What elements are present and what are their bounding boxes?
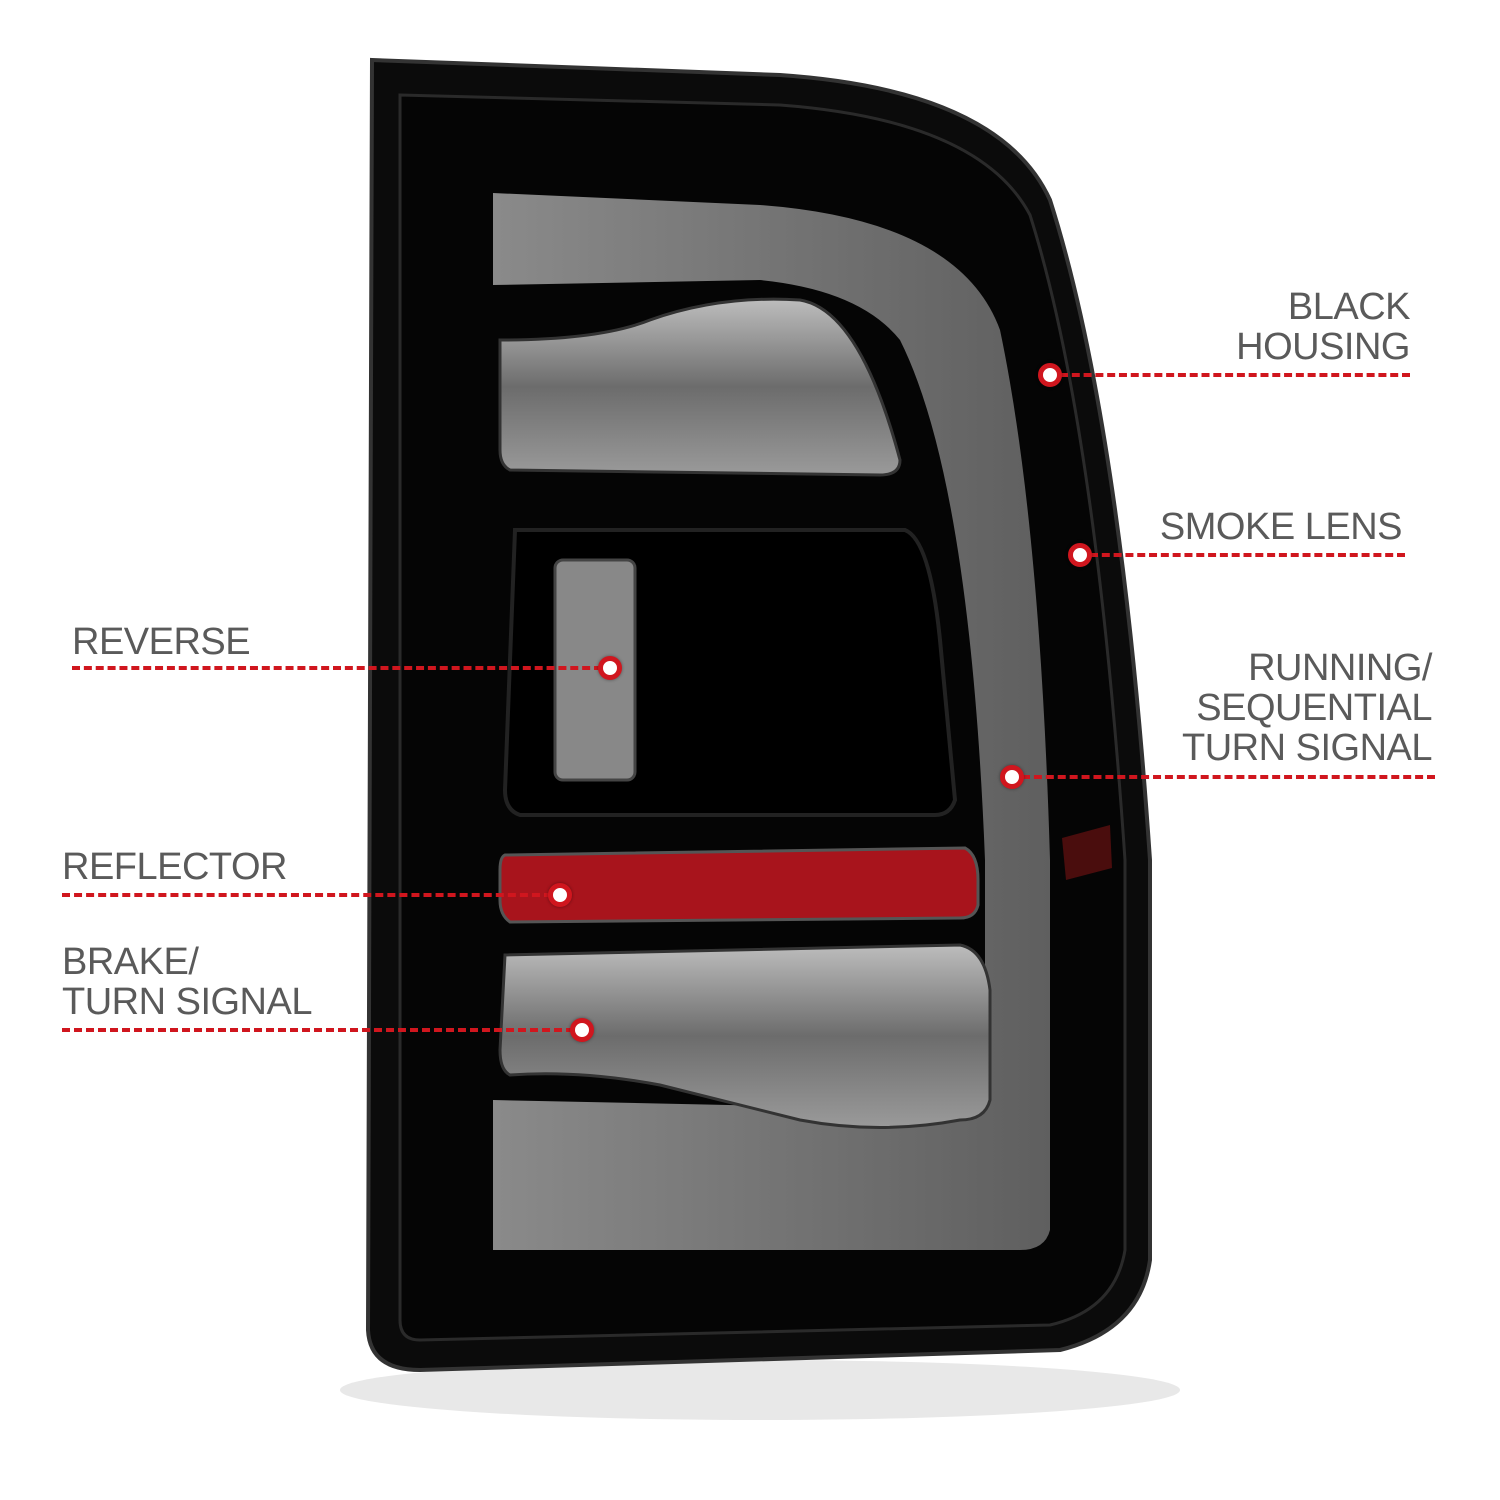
label-line: REFLECTOR xyxy=(62,846,287,888)
reverse-lens xyxy=(553,558,637,782)
black-housing-dot xyxy=(1038,363,1062,387)
label-line: BLACK xyxy=(1287,286,1411,328)
smoke-lens-dot xyxy=(1068,543,1092,567)
lower-lens xyxy=(498,943,992,1129)
reflector-leader xyxy=(62,893,552,897)
smoke-lens-leader xyxy=(1090,553,1405,557)
label-line: REVERSE xyxy=(72,621,251,663)
reflector-dot xyxy=(548,883,572,907)
running-sequential-label: RUNNING/ SEQUENTIAL TURN SIGNAL xyxy=(1182,648,1432,768)
label-line: BRAKE/ xyxy=(62,941,199,983)
smoke-lens-label: SMOKE LENS xyxy=(1159,506,1403,548)
reflector-lens xyxy=(498,846,980,924)
reverse-dot xyxy=(598,656,622,680)
light-bar xyxy=(493,193,1050,1250)
label-line: SEQUENTIAL xyxy=(1196,687,1432,729)
brake-leader xyxy=(62,1028,574,1032)
reverse-leader xyxy=(72,666,602,670)
shadow xyxy=(340,1360,1180,1420)
reflector-label: REFLECTOR xyxy=(62,847,287,887)
label-line: TURN SIGNAL xyxy=(62,981,312,1023)
reverse-label: REVERSE xyxy=(72,621,251,663)
label-line: HOUSING xyxy=(1236,326,1410,368)
label-line: SMOKE LENS xyxy=(1159,506,1403,548)
brake-dot xyxy=(570,1018,594,1042)
upper-lens xyxy=(498,297,902,477)
running-dot xyxy=(1000,765,1024,789)
black-housing-label: BLACK HOUSING xyxy=(1236,287,1410,367)
amber-side-marker xyxy=(1062,825,1112,880)
label-line: RUNNING/ xyxy=(1248,647,1432,689)
black-housing-leader xyxy=(1060,373,1410,377)
label-line: TURN SIGNAL xyxy=(1182,727,1432,769)
brake-turn-label: BRAKE/ TURN SIGNAL xyxy=(62,942,312,1022)
running-leader xyxy=(1022,775,1435,779)
